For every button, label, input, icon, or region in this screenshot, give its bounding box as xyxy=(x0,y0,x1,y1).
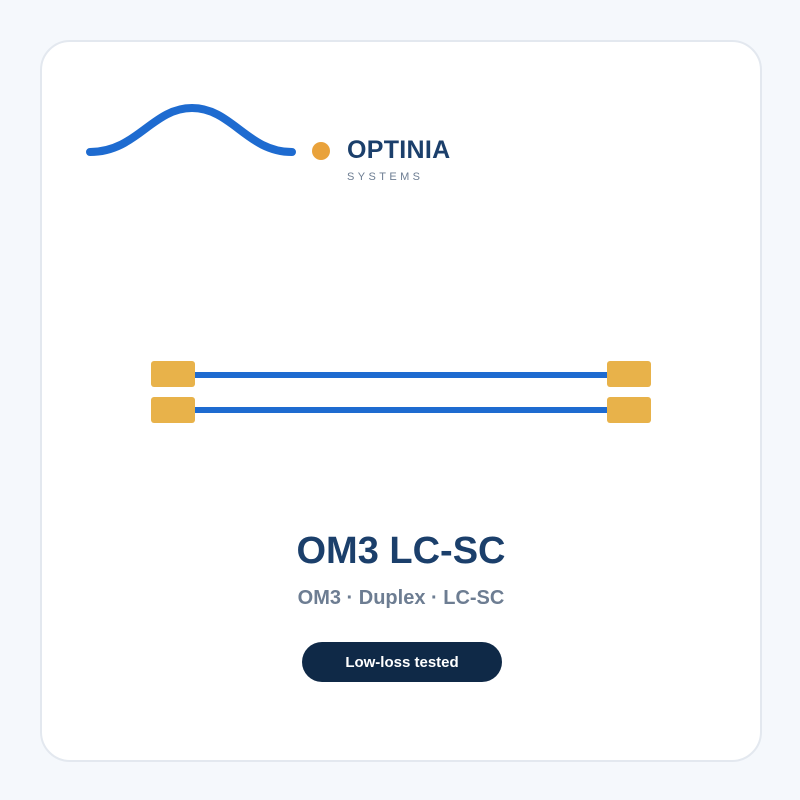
product-subtitle: OM3 · Duplex · LC-SC xyxy=(297,587,505,609)
connector-right-bottom xyxy=(607,397,651,423)
dot-icon xyxy=(312,142,330,160)
fiber-patch-cable-icon xyxy=(151,361,651,423)
connector-right-top xyxy=(607,361,651,387)
brand-tagline: SYSTEMS xyxy=(347,171,424,183)
wave-icon xyxy=(86,103,296,156)
connector-left-top xyxy=(151,361,195,387)
low-loss-badge: Low-loss tested xyxy=(302,642,502,682)
product-card: OPTINIA SYSTEMS OM3 LC-SC OM3 · Duplex ·… xyxy=(40,40,762,762)
product-title: OM3 LC-SC xyxy=(296,530,506,572)
badge-label: Low-loss tested xyxy=(345,653,459,671)
brand-name: OPTINIA xyxy=(347,136,451,164)
connector-left-bottom xyxy=(151,397,195,423)
